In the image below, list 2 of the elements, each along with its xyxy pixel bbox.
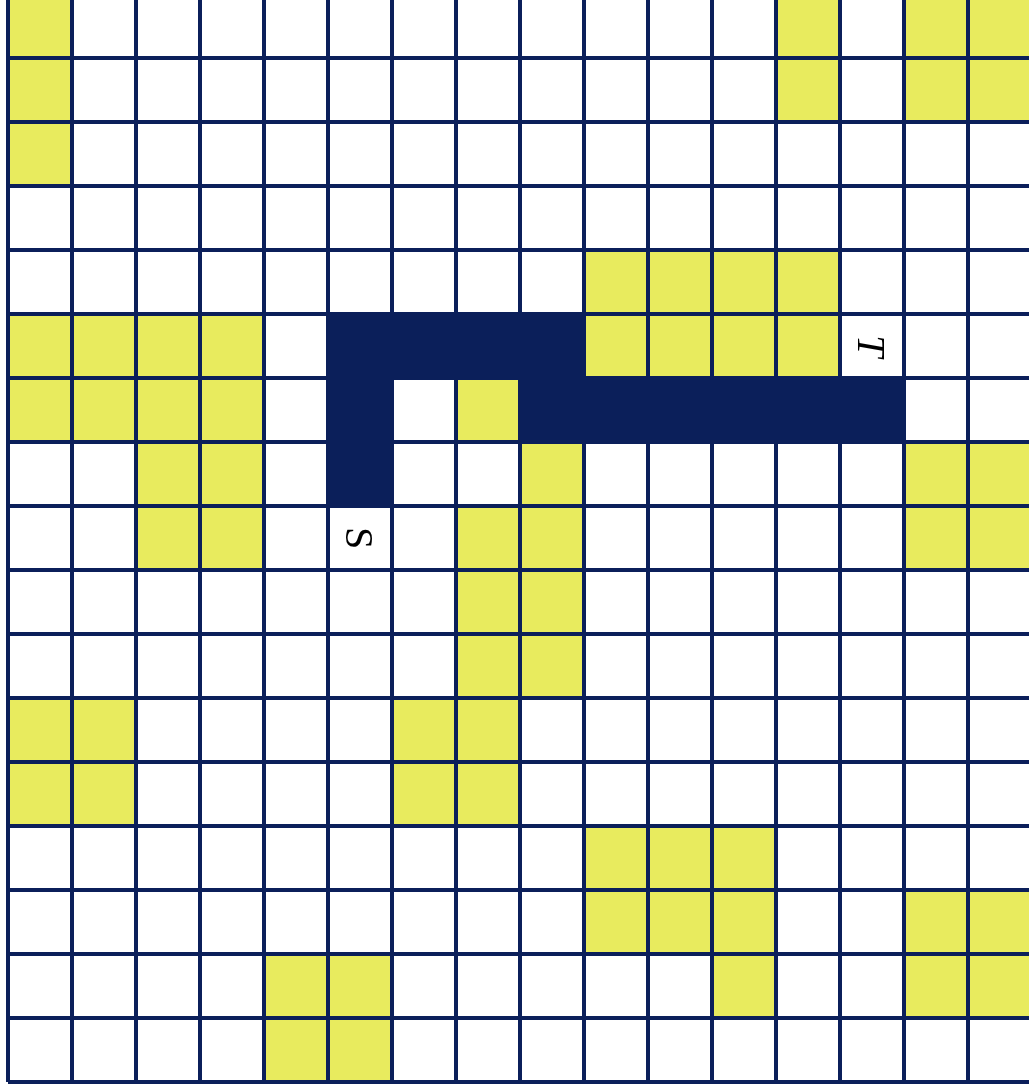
- point-label: S: [339, 526, 380, 550]
- point-label: T: [851, 334, 892, 358]
